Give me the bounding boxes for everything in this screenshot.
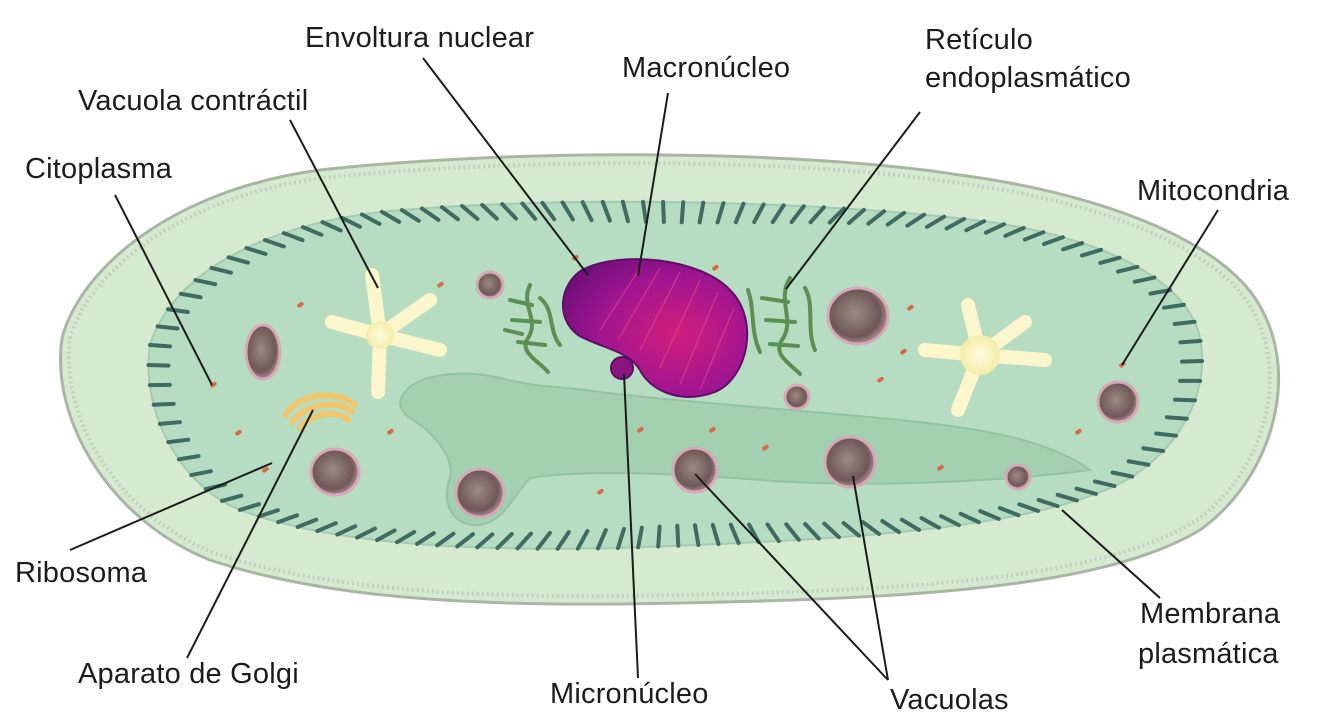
cilium: [1175, 322, 1195, 324]
cilium: [1175, 400, 1195, 401]
mitochondrion-vacuole: [1098, 382, 1138, 422]
label-aparato-golgi: Aparato de Golgi: [78, 658, 299, 691]
cilium: [154, 404, 174, 405]
label-macronucleo: Macronúcleo: [622, 52, 790, 85]
label-vacuola-contractil: Vacuola contráctil: [78, 85, 308, 118]
micronucleus: [611, 357, 633, 379]
food-vacuole: [311, 449, 359, 495]
cilium: [150, 345, 170, 346]
vacuole: [825, 437, 875, 487]
label-reticulo-line2: endoplasmático: [925, 62, 1131, 95]
cilium: [158, 326, 178, 328]
label-envoltura-nuclear: Envoltura nuclear: [305, 22, 534, 55]
label-mitocondria: Mitocondria: [1137, 175, 1289, 208]
cilium: [663, 202, 664, 222]
label-membrana-line2: plasmática: [1138, 638, 1279, 671]
label-micronucleo: Micronúcleo: [550, 678, 709, 711]
cilium: [682, 202, 683, 222]
cilium: [658, 527, 659, 547]
cilium: [1156, 434, 1176, 436]
label-membrana-line1: Membrana: [1140, 598, 1280, 631]
cilium: [1143, 448, 1163, 451]
vacuole-large: [828, 288, 888, 344]
label-citoplasma: Citoplasma: [25, 153, 172, 186]
vacuole-small: [1006, 465, 1030, 489]
vacuole-small: [785, 385, 809, 409]
cilium: [148, 365, 168, 366]
cilium: [1167, 417, 1187, 418]
cilium: [168, 309, 188, 312]
label-reticulo-line1: Retículo: [925, 24, 1033, 57]
food-vacuole: [673, 448, 717, 492]
vacuole-left-oval: [246, 325, 280, 379]
cilium: [1181, 341, 1201, 342]
cilium: [160, 422, 180, 424]
label-vacuolas: Vacuolas: [890, 684, 1009, 717]
vacuole-small: [477, 272, 503, 298]
cilium: [168, 440, 188, 442]
cilium: [1182, 361, 1202, 362]
label-ribosoma: Ribosoma: [15, 557, 147, 590]
cilium: [677, 526, 678, 546]
food-vacuole: [456, 469, 504, 517]
